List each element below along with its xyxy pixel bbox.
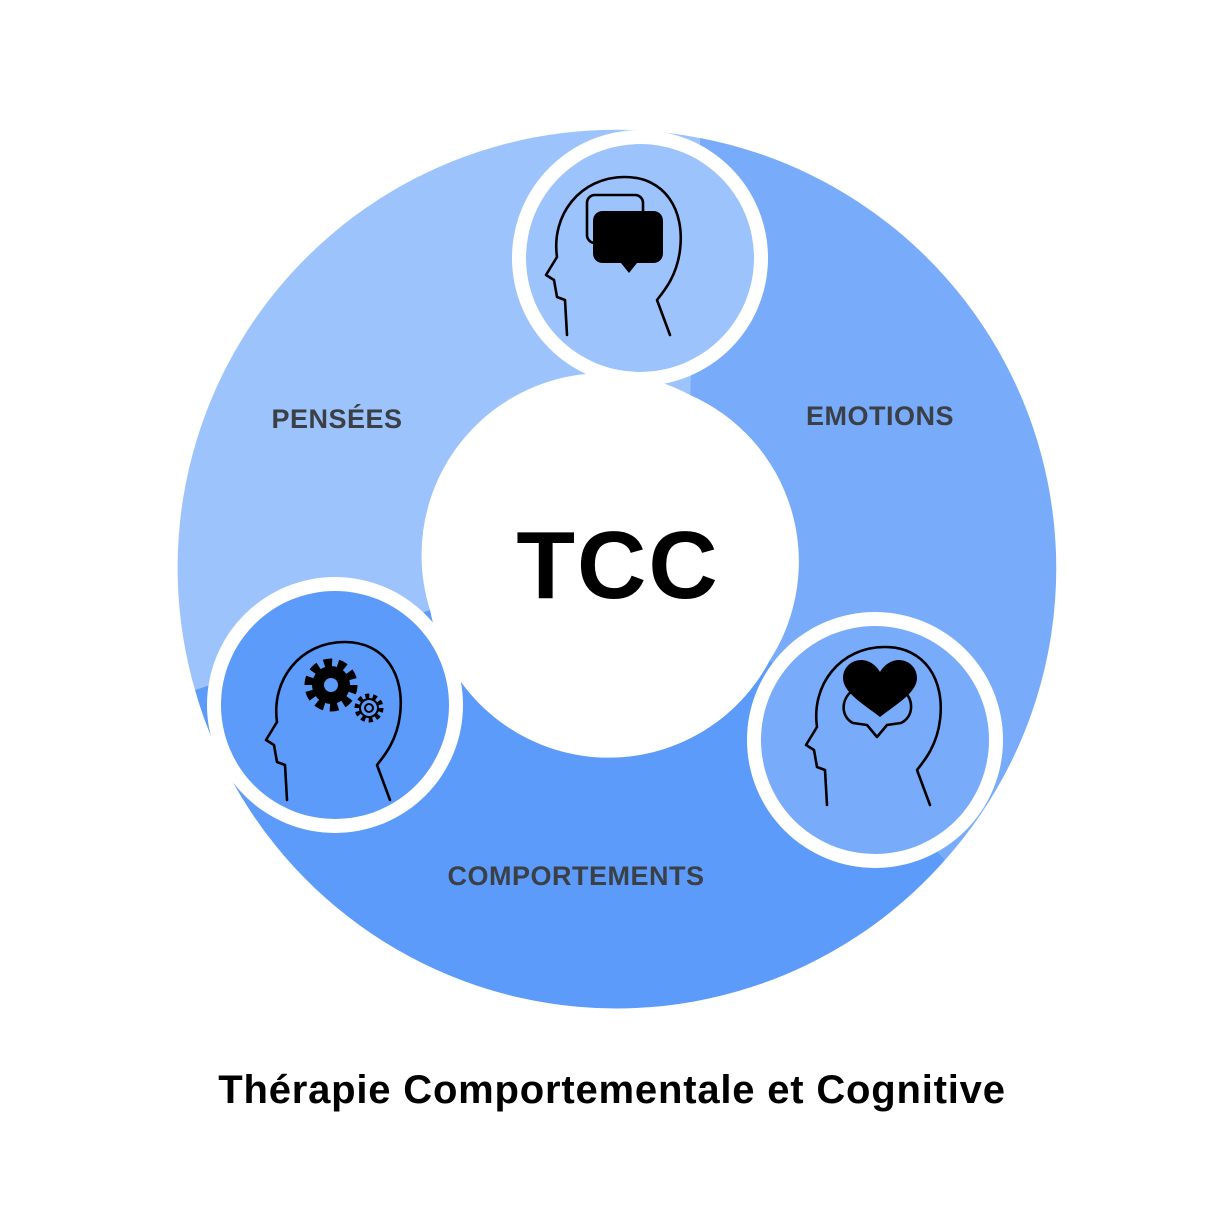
small-gear-icon [354, 693, 384, 723]
head-heart-icon [804, 645, 943, 807]
head-gears-icon [264, 640, 403, 802]
diagram-caption: Thérapie Comportementale et Cognitive [218, 1068, 1006, 1112]
head-speech-bubble-icon [544, 175, 683, 337]
label-emotions: EMOTIONS [806, 401, 954, 431]
center-circle [428, 381, 796, 749]
gear-icon [304, 658, 358, 712]
label-pensees: PENSÉES [271, 403, 402, 434]
heart-icon [843, 660, 917, 717]
label-comportements: COMPORTEMENTS [447, 861, 704, 891]
center-label: TCC [516, 512, 719, 619]
lobe-emotions [761, 626, 989, 854]
